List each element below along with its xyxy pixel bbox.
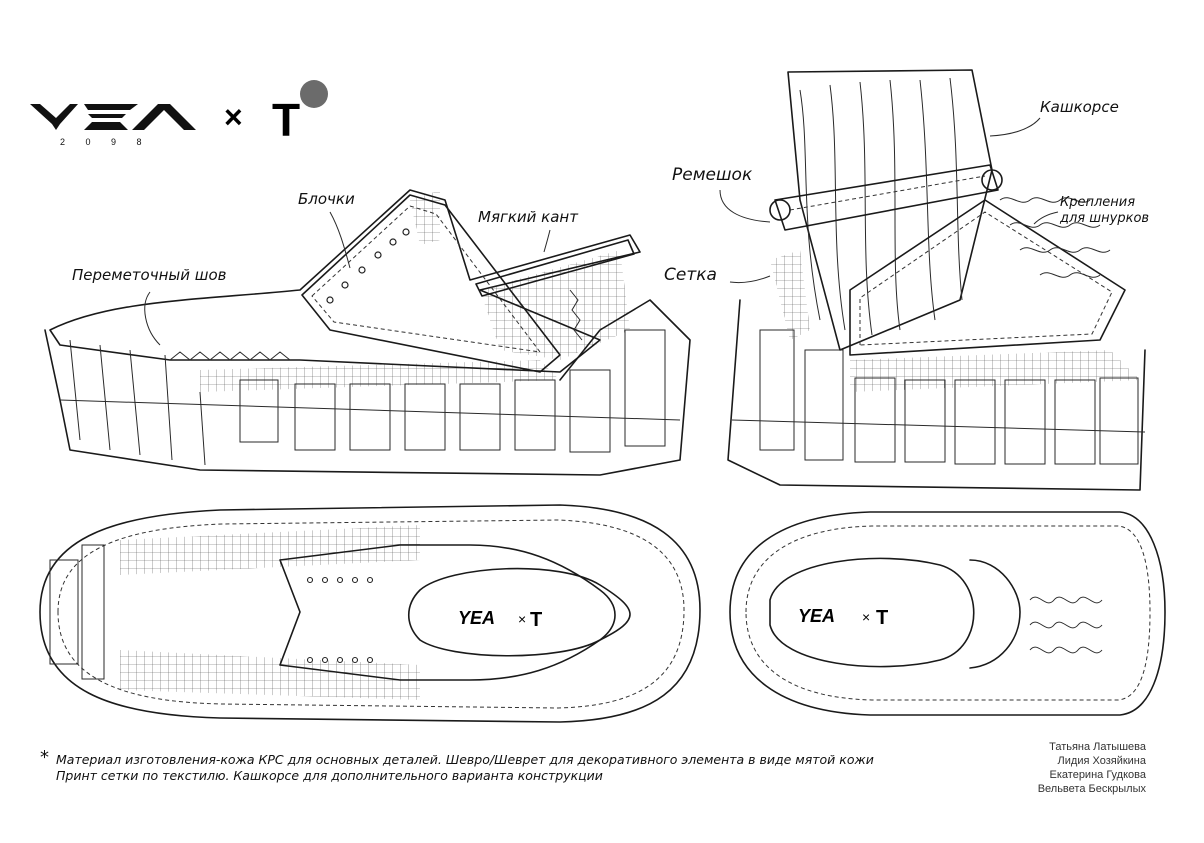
footnote-star: * — [40, 747, 49, 768]
partner-mark: T — [272, 94, 300, 146]
insole-logo-left: YEA × T — [458, 608, 542, 631]
eyelets-top-left — [306, 576, 374, 664]
material-footnote: * Материал изготовления-кожа КРС для осн… — [40, 747, 1020, 784]
label-krepleniya-2: для шнурков — [1059, 211, 1149, 226]
top-view-right: YEA × T — [729, 511, 1166, 716]
author-name: Вельвета Бескрылых — [1037, 783, 1146, 795]
author-name: Татьяна Латышева — [1049, 741, 1146, 753]
side-view-right — [727, 69, 1146, 491]
label-remeshok: Ремешок — [672, 165, 753, 185]
insole-logo-right-text: YEA — [798, 606, 835, 626]
partner-logo: T — [272, 80, 328, 146]
author-name: Лидия Хозяйкина — [1057, 755, 1146, 767]
insole-logo-right-mark: T — [876, 607, 888, 629]
logo-cross: × — [224, 99, 243, 135]
label-setka: Сетка — [664, 265, 717, 285]
author-name: Екатерина Гудкова — [1049, 769, 1146, 781]
label-blochki: Блочки — [298, 190, 355, 208]
label-krepleniya-1: Крепления — [1060, 195, 1135, 210]
side-view-left — [44, 189, 691, 476]
logo-year: 2 0 9 8 — [60, 137, 151, 147]
insole-logo-left-mark: T — [530, 609, 542, 631]
label-peremetochny-shov: Переметочный шов — [72, 266, 227, 284]
callouts: Блочки Мягкий кант Переметочный шов Реме… — [72, 98, 1149, 346]
authors-list: Татьяна Латышева Лидия Хозяйкина Екатери… — [1038, 740, 1146, 796]
footnote-line-2: Принт сетки по текстилю. Кашкорсе для до… — [56, 768, 603, 783]
label-kashkorse: Кашкорсе — [1040, 98, 1119, 116]
insole-logo-left-text: YEA — [458, 608, 495, 628]
brand-logo: 2 0 9 8 × T — [30, 80, 328, 147]
top-view-left: YEA × T — [39, 504, 701, 723]
insole-logo-right: YEA × T — [798, 606, 888, 629]
insole-logo-right-cross: × — [862, 609, 870, 625]
yea-logo: 2 0 9 8 — [30, 104, 196, 147]
label-myagkiy-kant: Мягкий кант — [478, 208, 579, 226]
eyelets-left — [326, 228, 410, 304]
footnote-line-1: Материал изготовления-кожа КРС для основ… — [56, 752, 874, 767]
insole-logo-left-cross: × — [518, 611, 526, 627]
